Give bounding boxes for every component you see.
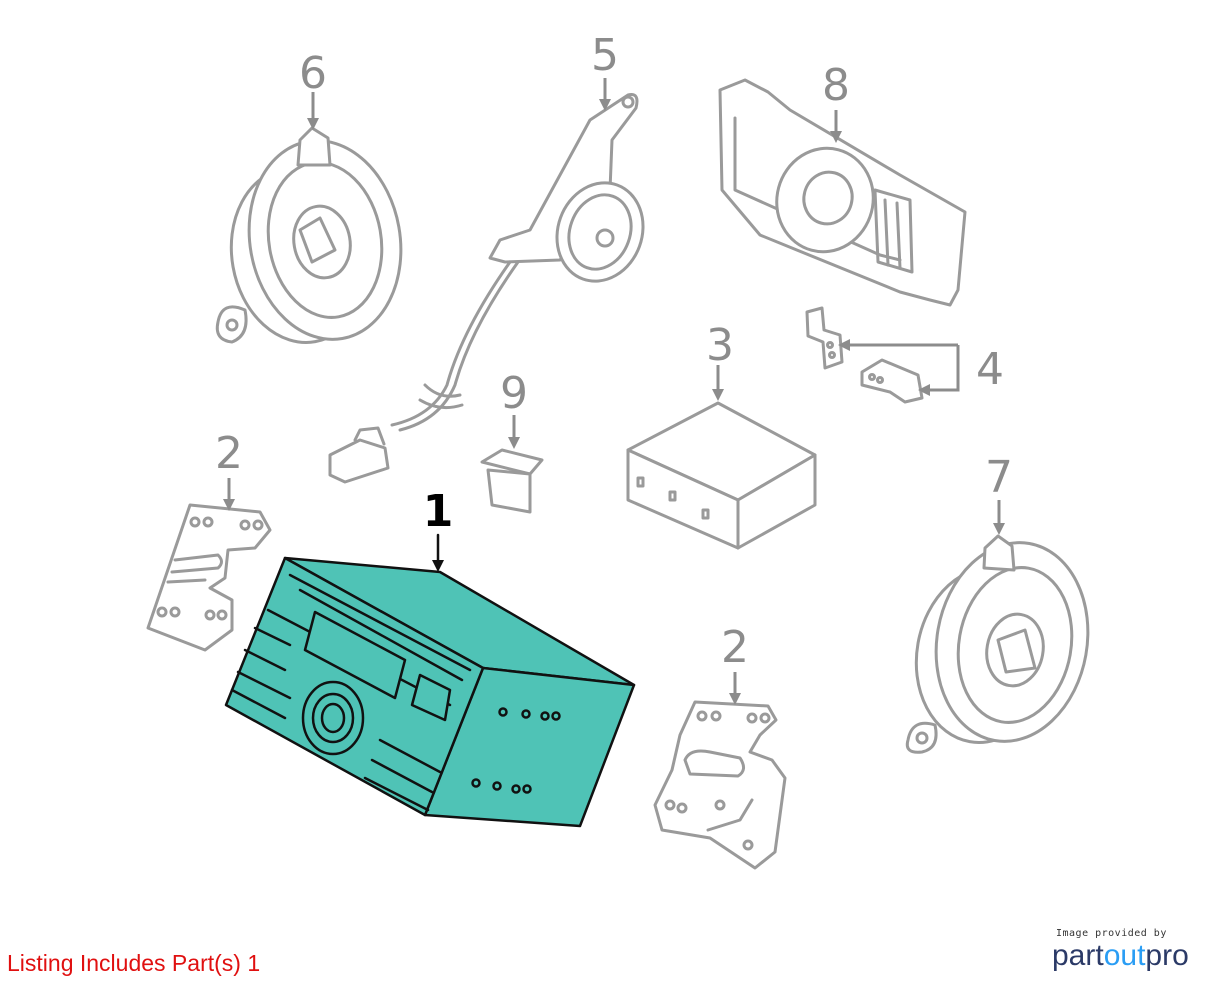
part-6-speaker[interactable] [215,92,416,353]
callout-7[interactable]: 7 [985,452,1013,503]
callout-4[interactable]: 4 [976,344,1004,395]
callout-2-right[interactable]: 2 [721,622,749,673]
callout-8[interactable]: 8 [822,60,850,111]
callout-3[interactable]: 3 [706,320,734,371]
callout-9[interactable]: 9 [500,368,528,419]
part-2-bracket-right[interactable] [653,672,787,870]
partoutpro-logo: partoutpro [1052,939,1212,973]
part-7-speaker[interactable] [903,500,1103,754]
part-5-tweeter[interactable] [328,78,657,484]
part-8-subwoofer[interactable] [718,78,967,307]
callout-5[interactable]: 5 [591,30,619,81]
logo-part: part [1052,939,1104,972]
logo-pro: pro [1145,939,1189,972]
logo-out: out [1103,939,1146,972]
part-3-module[interactable] [626,365,817,550]
callout-6[interactable]: 6 [299,48,327,99]
part-1-radio-unit[interactable] [224,533,636,828]
listing-parts-text: Listing Includes Part(s) 1 [7,950,261,976]
credit-caption: Image provided by [1056,928,1167,939]
part-4-brackets[interactable] [805,306,960,404]
callout-2-left[interactable]: 2 [215,428,243,479]
part-2-bracket-left[interactable] [146,478,272,652]
part-9-clip[interactable] [480,415,544,514]
callout-1[interactable]: 1 [423,486,454,537]
image-credit: Image provided by partoutpro [1052,928,1212,973]
